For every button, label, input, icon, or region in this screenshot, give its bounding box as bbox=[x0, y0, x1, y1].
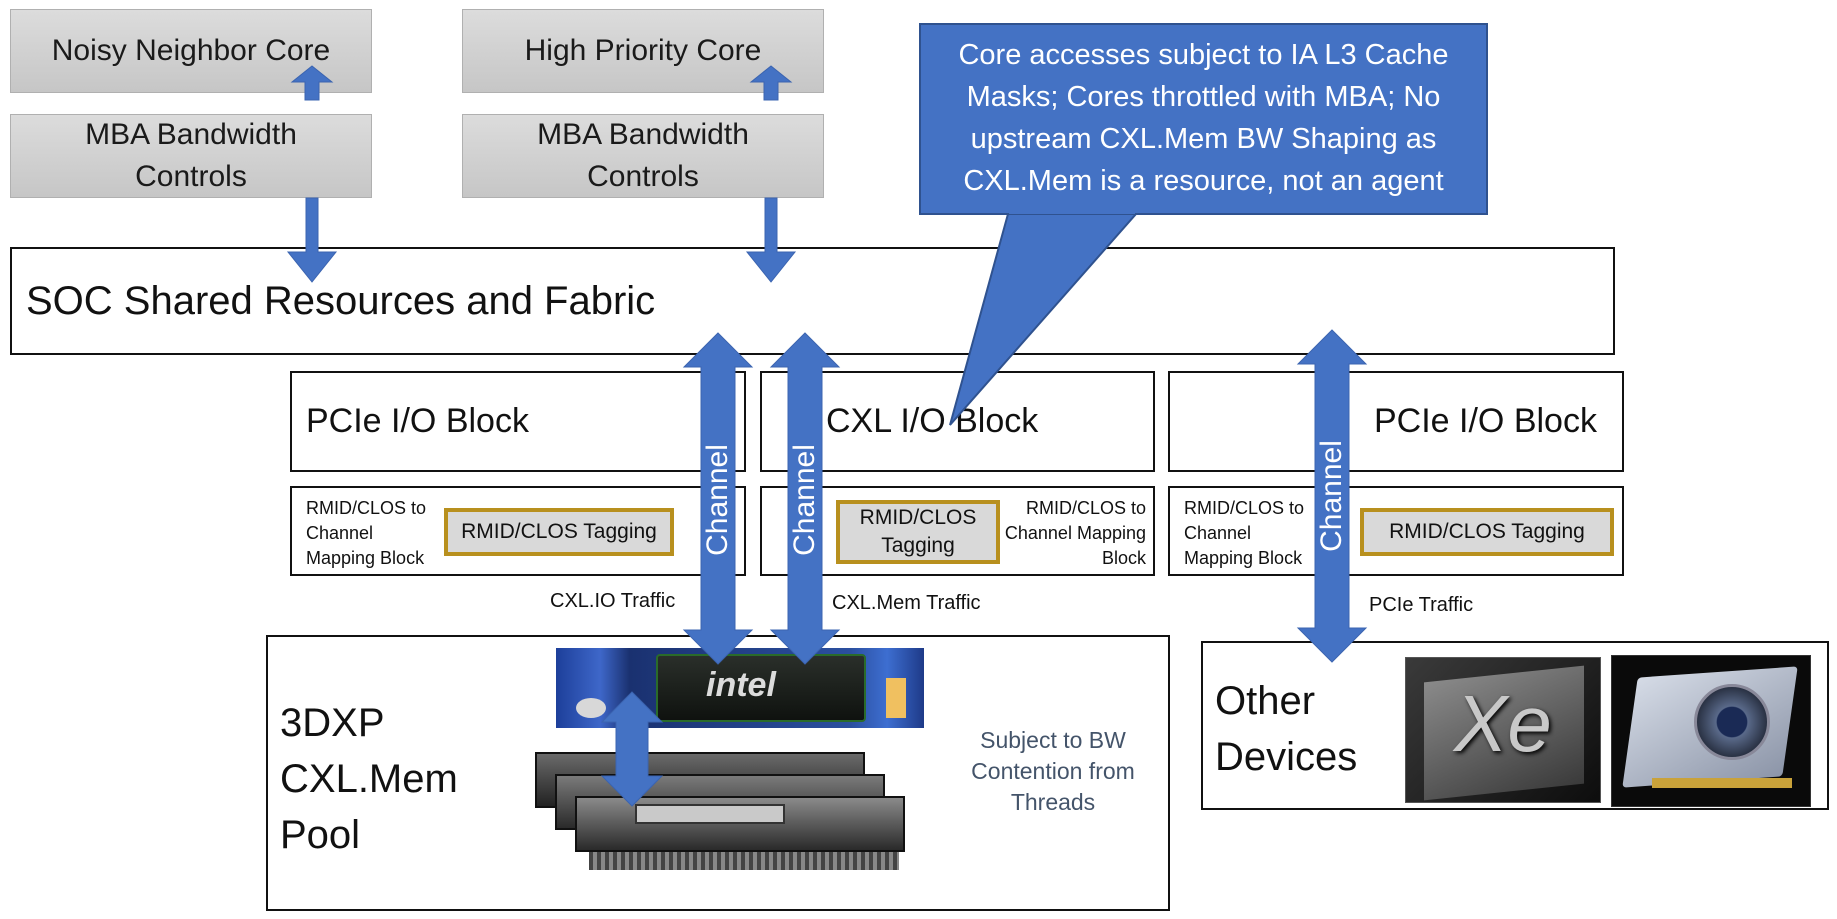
callout-tail bbox=[949, 213, 1139, 426]
arrow-up-high-priority-core bbox=[749, 65, 793, 101]
channel-arrow-3 bbox=[1296, 329, 1368, 663]
soc-title: SOC Shared Resources and Fabric bbox=[26, 279, 656, 323]
noisy-neighbor-core-label: Noisy Neighbor Core bbox=[51, 34, 331, 67]
gpu-card-image: Xe bbox=[1405, 657, 1601, 803]
io-block-pcie-left: PCIe I/O Block bbox=[290, 371, 746, 472]
mapping-row-pcie-right: RMID/CLOS to Channel Mapping Block RMID/… bbox=[1168, 486, 1624, 576]
mba-bandwidth-controls-left: MBA Bandwidth Controls bbox=[10, 114, 372, 198]
intel-logo: intel bbox=[706, 666, 776, 704]
other-devices-box: Other Devices Xe bbox=[1201, 641, 1829, 810]
io-block-cxl: CXL I/O Block bbox=[760, 371, 1155, 472]
io-block-title: CXL I/O Block bbox=[826, 402, 1039, 440]
soc-shared-resources-box: SOC Shared Resources and Fabric bbox=[10, 247, 1615, 355]
channel-arrow-2 bbox=[769, 332, 841, 665]
arrow-mba-soc-left-body bbox=[286, 197, 338, 283]
channel-label-2: Channel bbox=[788, 444, 821, 556]
mapping-row-cxl: RMID/CLOS Tagging RMID/CLOS to Channel M… bbox=[760, 486, 1155, 576]
channel-label-3: Channel bbox=[1315, 440, 1348, 552]
pcie-traffic-label: PCIe Traffic bbox=[1369, 594, 1474, 616]
rmid-clos-tagging: RMID/CLOS Tagging bbox=[1360, 508, 1614, 556]
channel-arrow-1 bbox=[682, 332, 754, 665]
xe-logo: Xe bbox=[1454, 679, 1552, 768]
mapping-block-label: RMID/CLOS to Channel Mapping Block bbox=[306, 498, 427, 568]
arrow-chip-dimm bbox=[600, 691, 664, 807]
bw-contention-note: Subject to BW Contention from Threads bbox=[971, 727, 1135, 815]
mba-left-label: MBA Bandwidth Controls bbox=[85, 118, 297, 193]
pool-title: 3DXP CXL.Mem Pool bbox=[280, 701, 458, 857]
rmid-clos-tagging: RMID/CLOS Tagging bbox=[836, 500, 1000, 564]
other-devices-title: Other Devices bbox=[1215, 679, 1358, 779]
io-block-title: PCIe I/O Block bbox=[306, 402, 529, 440]
dimm-module-image bbox=[535, 752, 909, 880]
mapping-block-label: RMID/CLOS to Channel Mapping Block bbox=[1184, 498, 1305, 568]
chip-body: intel bbox=[656, 654, 866, 722]
arrow-up-noisy-core bbox=[290, 65, 334, 101]
rmid-clos-tagging: RMID/CLOS Tagging bbox=[444, 508, 674, 556]
graphics-card-image bbox=[1611, 655, 1811, 807]
mba-right-label: MBA Bandwidth Controls bbox=[537, 118, 749, 193]
arrow-mba-soc-right-body bbox=[745, 197, 797, 283]
callout-bubble bbox=[919, 23, 1488, 215]
mapping-row-pcie-left: RMID/CLOS to Channel Mapping Block RMID/… bbox=[290, 486, 746, 576]
channel-label-1: Channel bbox=[701, 444, 734, 556]
noisy-neighbor-core: Noisy Neighbor Core bbox=[10, 9, 372, 93]
io-block-pcie-right: PCIe I/O Block bbox=[1168, 371, 1624, 472]
cxl-mem-traffic-label: CXL.Mem Traffic bbox=[832, 592, 981, 614]
mapping-block-label: RMID/CLOS to Channel Mapping Block bbox=[1004, 498, 1146, 568]
io-block-title: PCIe I/O Block bbox=[1374, 402, 1597, 440]
cxl-io-traffic-label: CXL.IO Traffic bbox=[550, 590, 676, 612]
callout-text: Core accesses subject to IA L3 Cache Mas… bbox=[958, 39, 1449, 197]
mba-bandwidth-controls-right: MBA Bandwidth Controls bbox=[462, 114, 824, 198]
high-priority-core-label: High Priority Core bbox=[524, 34, 762, 67]
